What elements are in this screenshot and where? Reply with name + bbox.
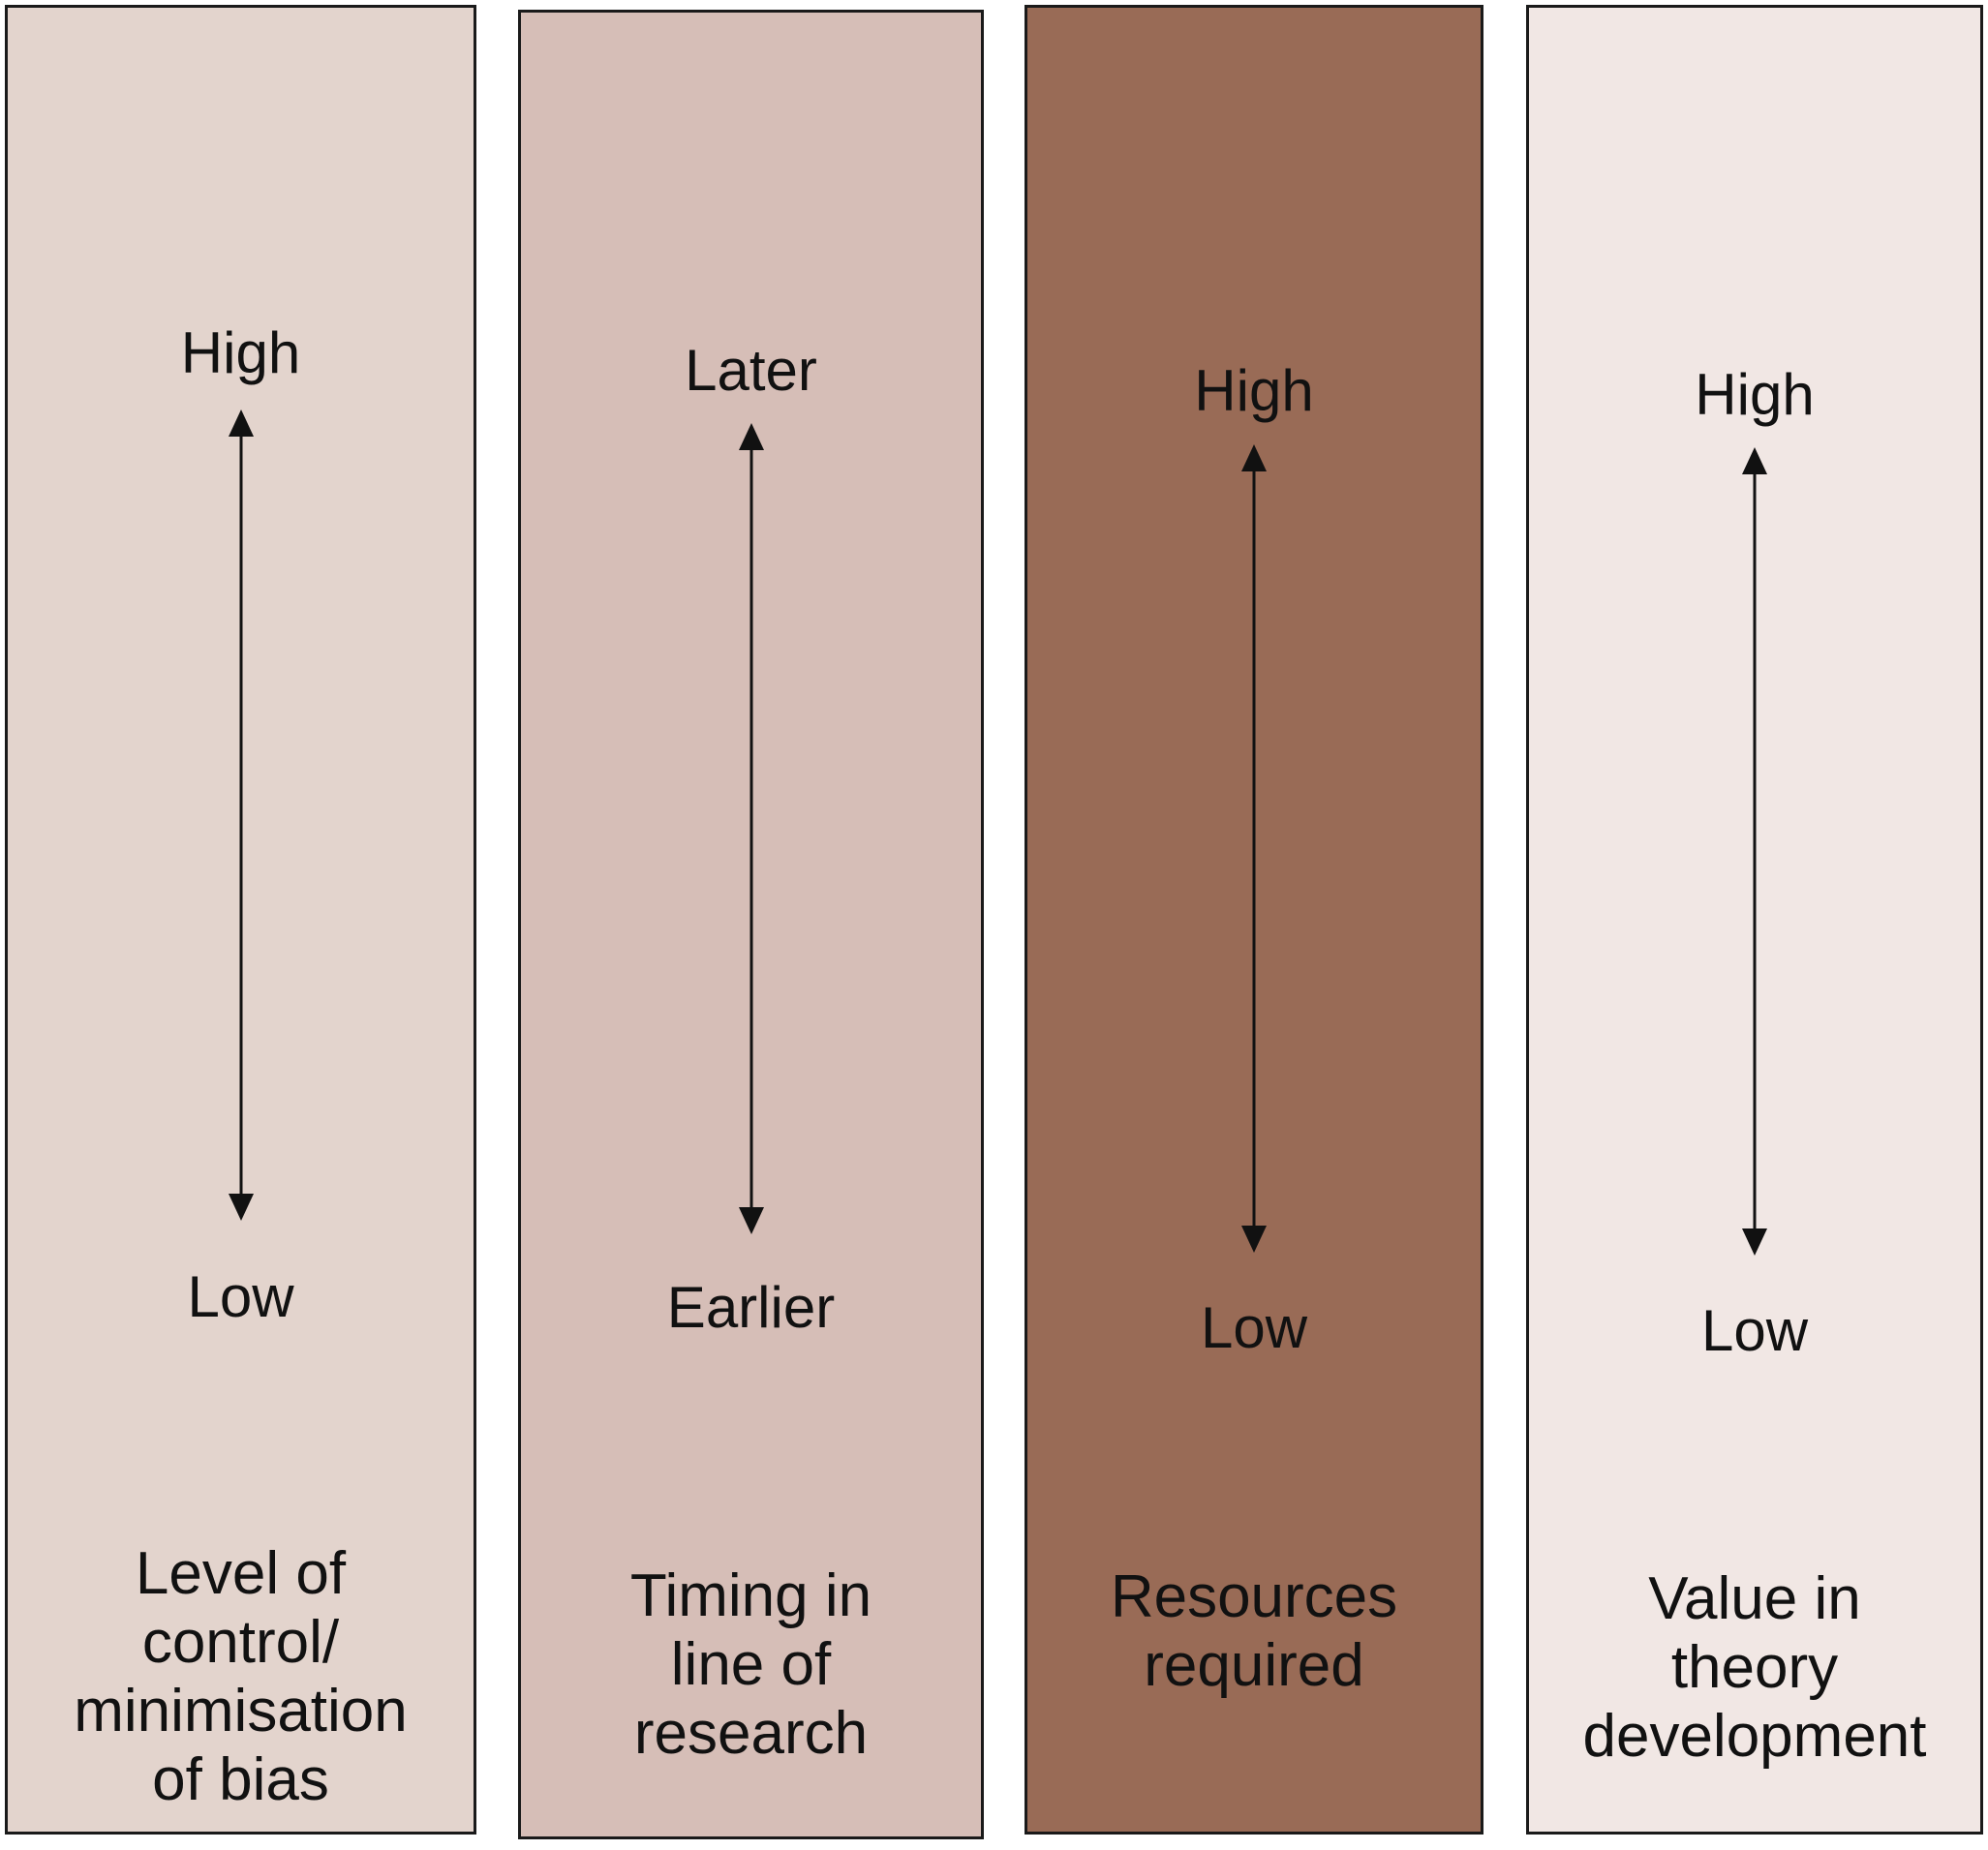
caption-line: of bias bbox=[152, 1746, 329, 1813]
column-resources-required: High Low Resources required bbox=[1025, 5, 1483, 1835]
column-value-in-theory-development: High Low Value in theory development bbox=[1526, 5, 1983, 1835]
caption-line: research bbox=[633, 1700, 869, 1767]
top-label: High bbox=[1194, 358, 1314, 423]
caption-line: theory bbox=[1670, 1634, 1839, 1701]
bottom-label: Low bbox=[1700, 1298, 1809, 1363]
caption-line: Resources bbox=[1110, 1563, 1398, 1630]
top-label: Later bbox=[685, 338, 817, 403]
caption: Value in theory development bbox=[1529, 1564, 1980, 1771]
double-headed-arrow-icon bbox=[1241, 444, 1267, 1253]
caption-line: Timing in bbox=[629, 1562, 872, 1629]
double-headed-arrow-icon bbox=[738, 423, 764, 1234]
caption-line: Level of bbox=[135, 1540, 347, 1607]
caption-line: required bbox=[1144, 1632, 1364, 1699]
caption-line: line of bbox=[670, 1631, 832, 1698]
caption-line: minimisation bbox=[74, 1678, 408, 1744]
bottom-label: Low bbox=[187, 1264, 294, 1329]
caption: Timing in line of research bbox=[521, 1562, 981, 1768]
top-label: High bbox=[1695, 362, 1815, 427]
caption-line: Value in bbox=[1648, 1565, 1861, 1632]
caption-line: development bbox=[1582, 1703, 1927, 1770]
caption: Level of control/ minimisation of bias bbox=[8, 1539, 474, 1814]
bottom-label: Earlier bbox=[666, 1275, 836, 1340]
top-label: High bbox=[180, 320, 301, 385]
double-headed-arrow-icon bbox=[1742, 447, 1767, 1256]
double-headed-arrow-icon bbox=[228, 409, 254, 1221]
column-level-of-control: High Low Level of control/ minimisation … bbox=[5, 5, 476, 1835]
bottom-label: Low bbox=[1200, 1295, 1308, 1360]
caption-line: control/ bbox=[141, 1609, 340, 1676]
column-timing-in-line-of-research: Later Earlier Timing in line of research bbox=[518, 10, 984, 1839]
caption: Resources required bbox=[1027, 1562, 1481, 1700]
